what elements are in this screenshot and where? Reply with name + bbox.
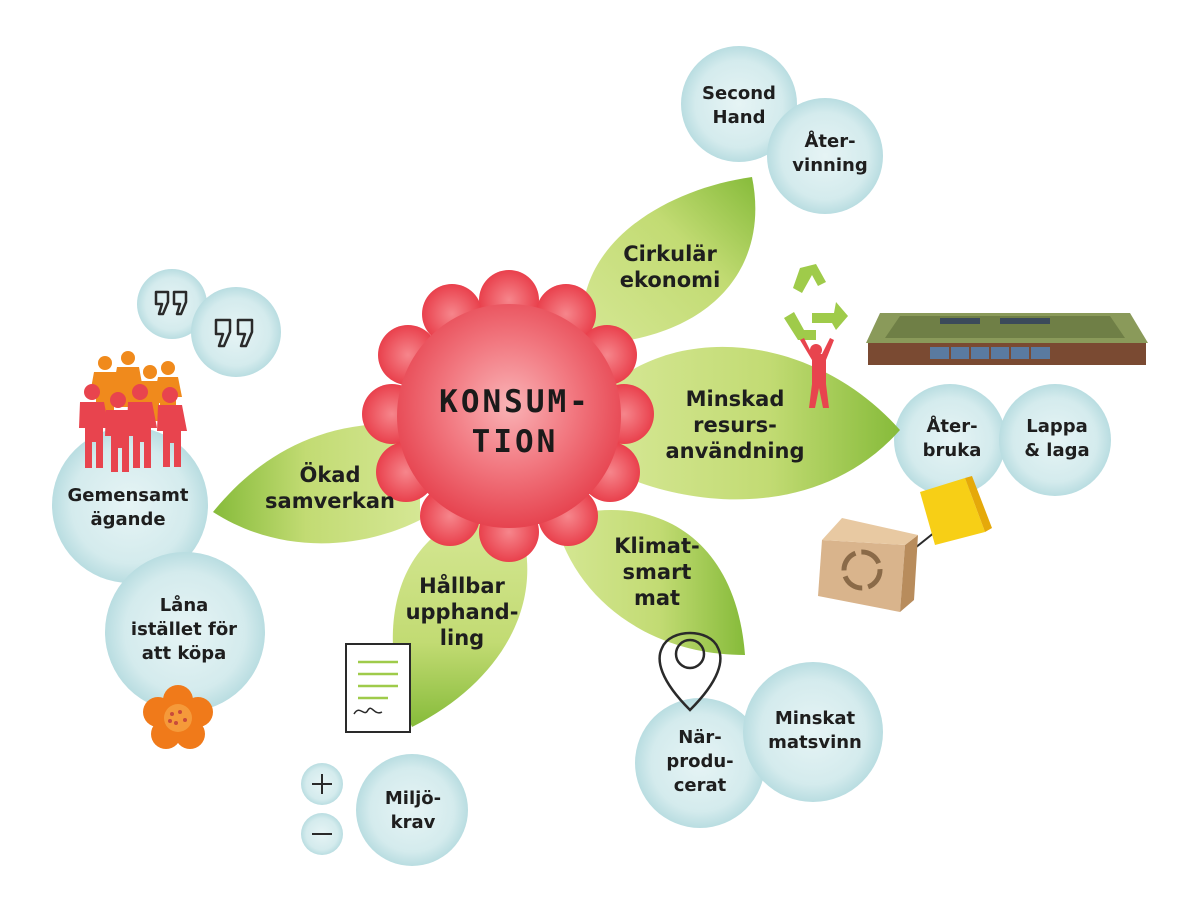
petal-minskad [610, 346, 900, 500]
petal-label-cirkular: Cirkulär ekonomi [619, 242, 721, 292]
recycle-icon [784, 264, 848, 340]
lamp-icon [914, 476, 992, 549]
quote-icon [154, 290, 188, 316]
petal-okad [213, 423, 420, 544]
bubble-label-narproducerat: När- produ- cerat [666, 727, 734, 796]
bubble-quote-1 [137, 269, 207, 339]
bubble-miljokrav [356, 754, 468, 866]
petal-klimat [555, 509, 745, 655]
bubbles [52, 46, 1111, 866]
bubble-label-minskat-matsvinn: Minskat matsvinn [768, 708, 862, 753]
bubble-lappa [999, 384, 1111, 496]
petal-hallbar [392, 515, 528, 727]
plus-icon [312, 774, 332, 794]
petal-label-minskad: Minskad resurs- användning [665, 387, 805, 463]
box-recycle-icon [818, 518, 918, 612]
bubble-label-lana: Låna istället för att köpa [130, 595, 238, 664]
bubble-aterbruka [894, 384, 1006, 496]
building-icon [866, 313, 1148, 365]
center-flower [362, 270, 654, 562]
document-icon [345, 643, 411, 733]
flower-icon [143, 685, 213, 749]
location-pin-icon [658, 631, 722, 712]
bubble-label-lappa: Lappa & laga [1024, 416, 1090, 461]
quote-icon [214, 318, 254, 348]
bubble-lana [105, 552, 265, 712]
petal-label-klimat: Klimat- smart mat [614, 534, 700, 610]
petal-label-okad: Ökad samverkan [265, 463, 395, 513]
bubble-quote-2 [191, 287, 281, 377]
bubble-atervinning [767, 98, 883, 214]
center-label: KONSUM- TION [439, 384, 591, 460]
bubble-label-aterbruka: Åter- bruka [922, 416, 982, 461]
bubble-label-miljokrav: Miljö- krav [384, 788, 442, 833]
people-icon [79, 351, 187, 472]
petal-label-hallbar: Hållbar upphand- ling [405, 574, 519, 650]
bubble-label-second-hand: Second Hand [702, 83, 776, 128]
flower-center [397, 304, 621, 528]
bubble-narproducerat [635, 698, 765, 828]
bubble-second-hand [681, 46, 797, 162]
petal-cirkular [582, 177, 756, 345]
bubble-minskat-matsvinn [743, 662, 883, 802]
bubble-label-gemensamt: Gemensamt ägande [67, 485, 189, 530]
bubble-label-atervinning: Åter- vinning [792, 131, 868, 176]
petals [213, 177, 900, 727]
person-icon [800, 338, 834, 408]
